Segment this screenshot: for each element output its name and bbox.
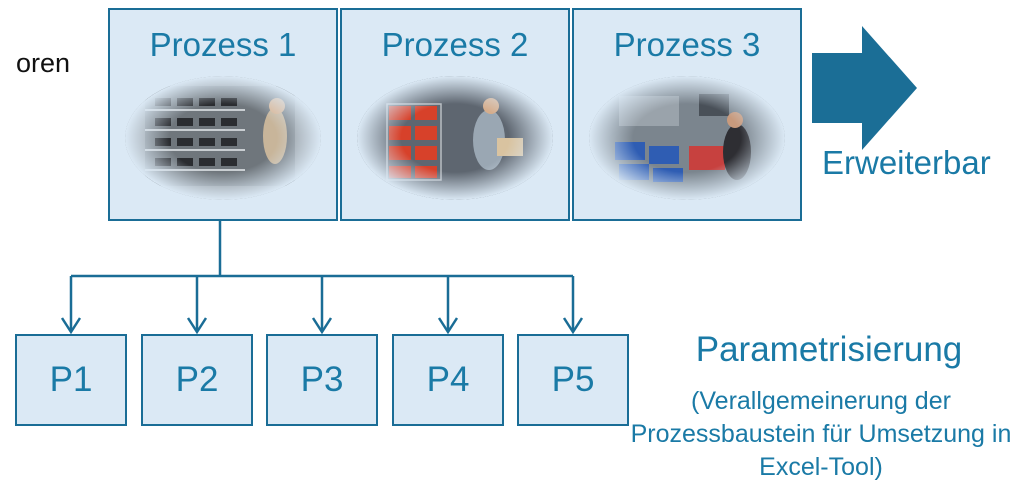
parametrisierung-title: Parametrisierung bbox=[695, 330, 963, 369]
process-title: Prozess 2 bbox=[381, 26, 529, 63]
arrow-down-icon bbox=[186, 317, 208, 335]
parameter-box-2: P2 bbox=[141, 334, 253, 426]
process-title: Prozess 1 bbox=[149, 26, 297, 63]
process-box-3: Prozess 3 bbox=[572, 8, 802, 221]
arrow-down-icon bbox=[437, 317, 459, 335]
extend-arrow-icon bbox=[812, 26, 917, 150]
parameter-box-5: P5 bbox=[517, 334, 629, 426]
picking-cart-photo bbox=[357, 76, 553, 200]
arrow-down-icon bbox=[562, 317, 584, 335]
truncated-left-text: oren bbox=[15, 48, 70, 78]
arrow-label: Erweiterbar bbox=[822, 144, 991, 181]
warehouse-shelves-photo bbox=[125, 76, 321, 200]
parameter-box-1: P1 bbox=[15, 334, 127, 426]
arrow-down-icon bbox=[60, 317, 82, 335]
process-box-1: Prozess 1 bbox=[108, 8, 338, 221]
arrow-down-icon bbox=[311, 317, 333, 335]
parameter-box-4: P4 bbox=[392, 334, 504, 426]
process-box-2: Prozess 2 bbox=[340, 8, 570, 221]
parametrisierung-subtitle: (Verallgemeinerung der Prozessbaustein f… bbox=[630, 387, 1012, 481]
process-title: Prozess 3 bbox=[613, 26, 761, 63]
parameter-box-3: P3 bbox=[266, 334, 378, 426]
picking-station-photo bbox=[589, 76, 785, 200]
